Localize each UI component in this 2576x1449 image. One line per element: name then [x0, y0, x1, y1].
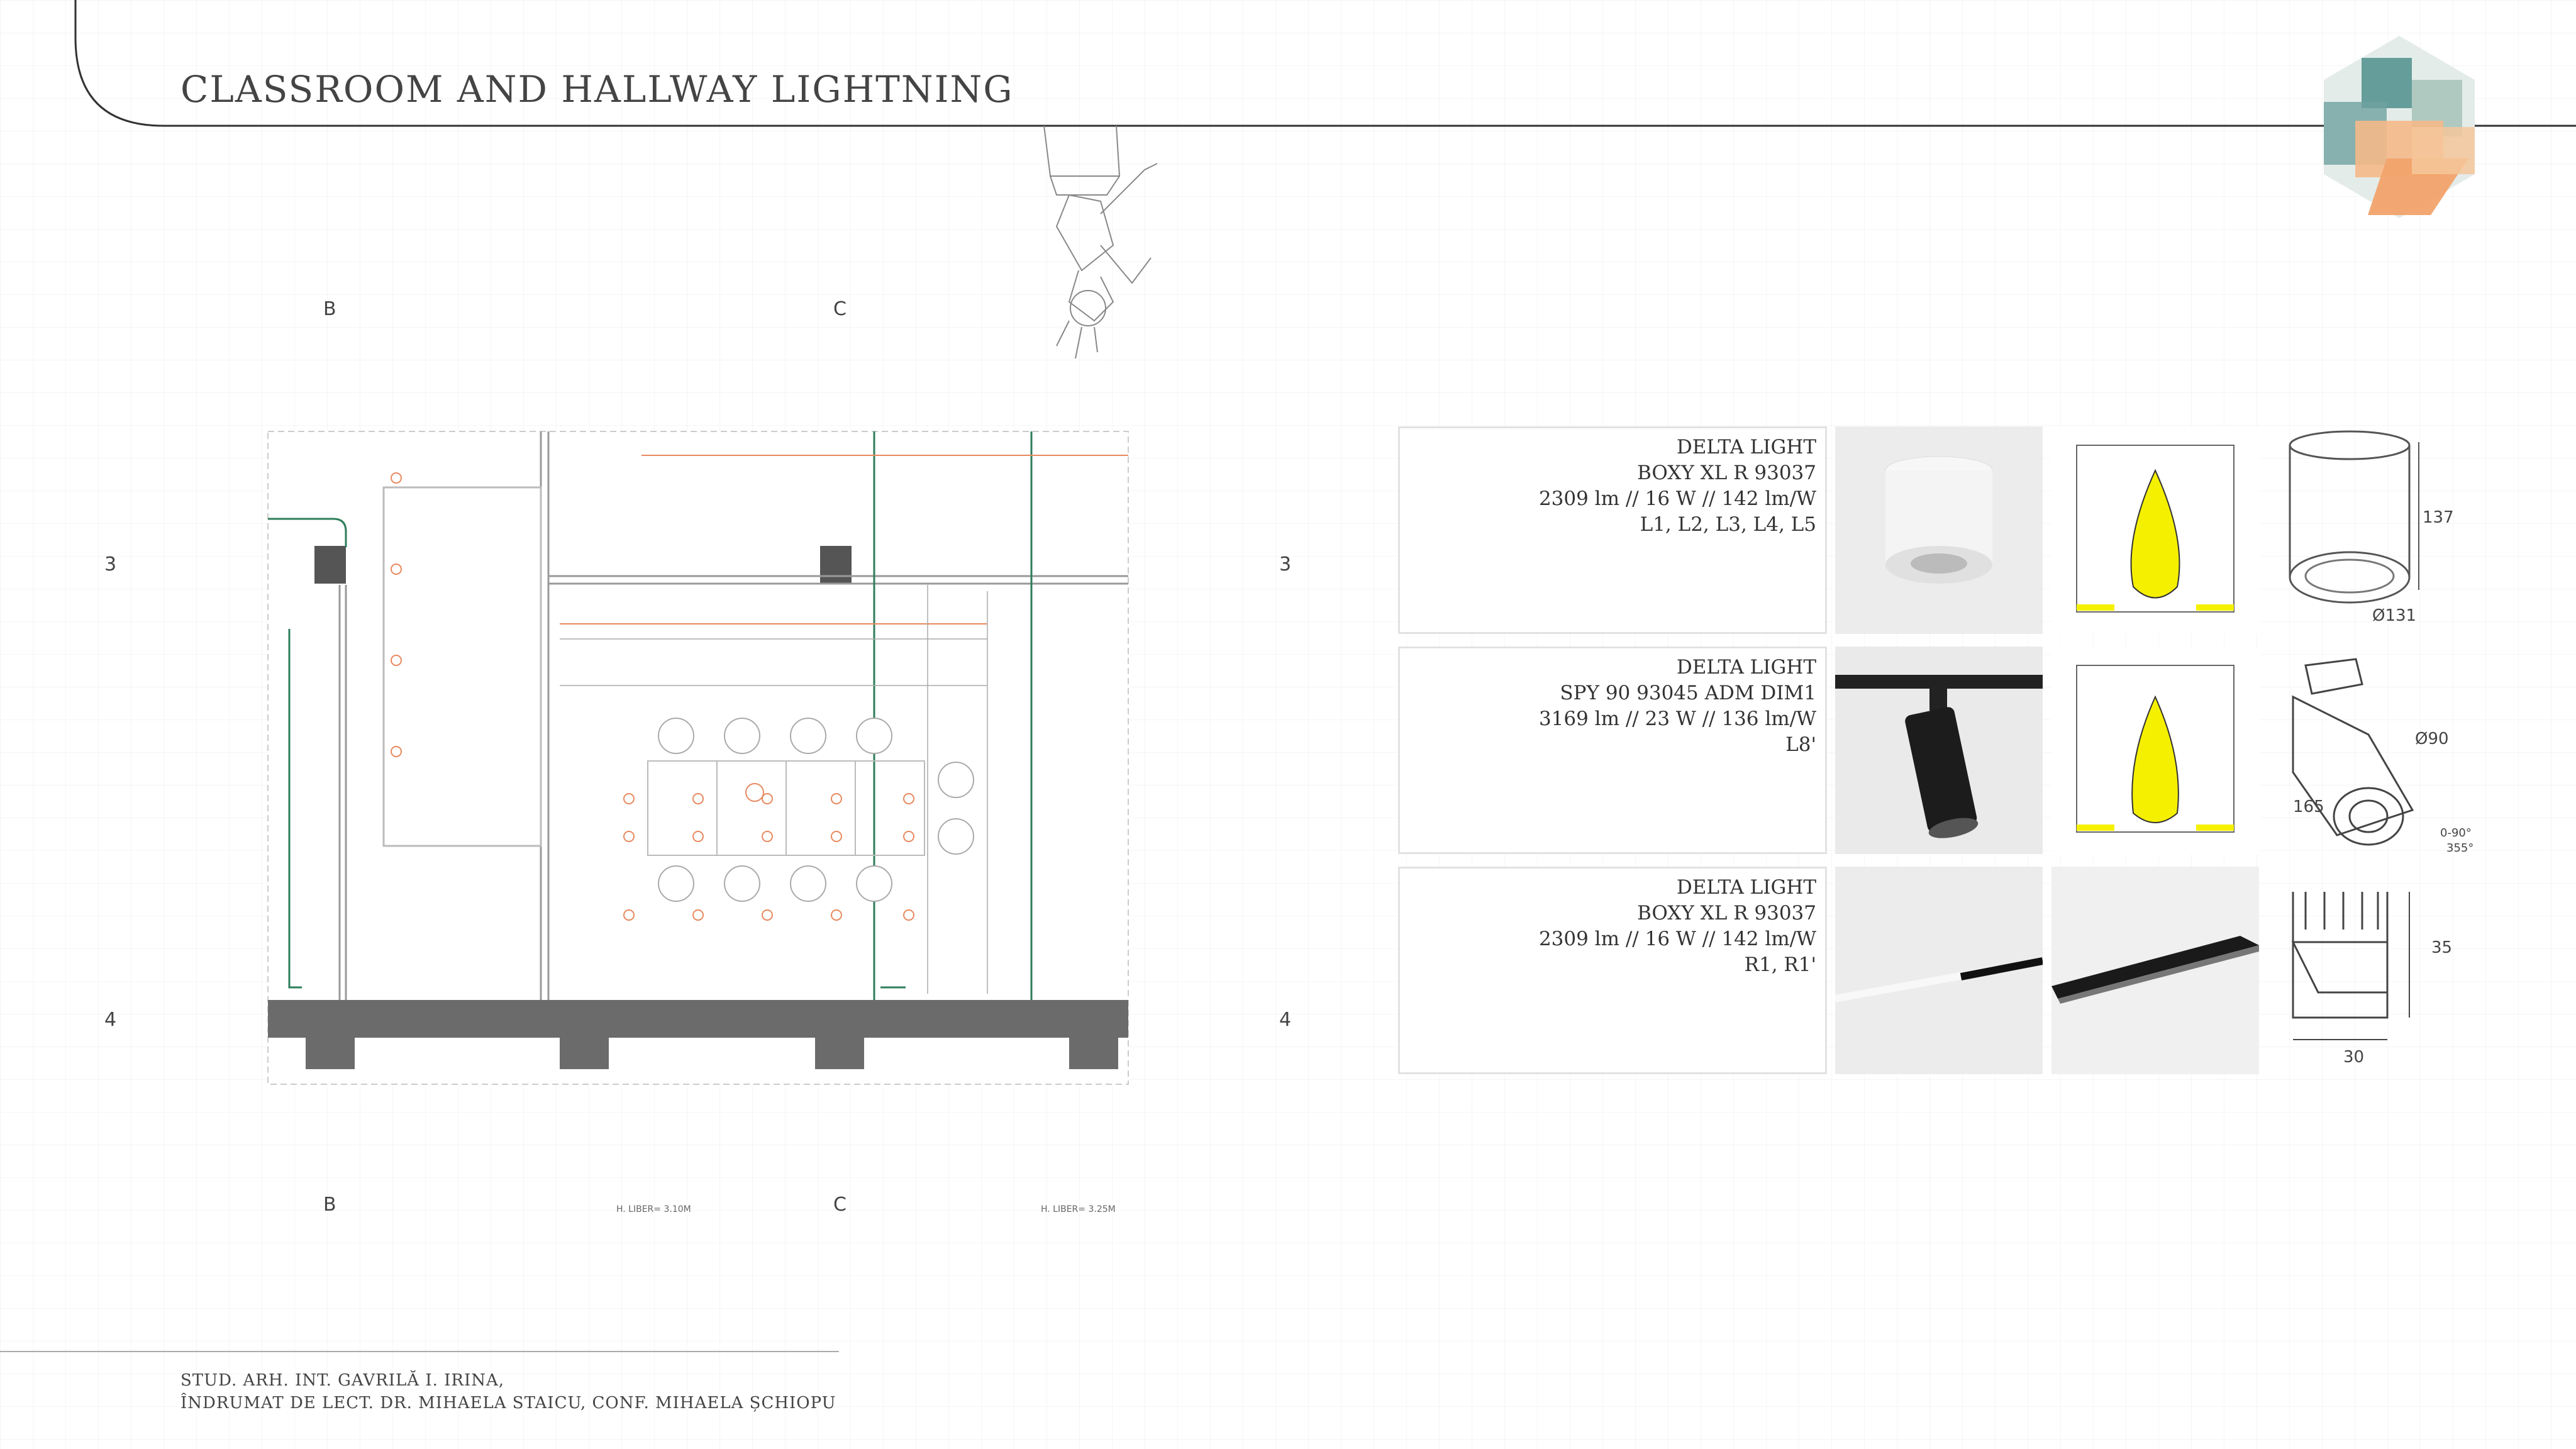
product-2-photometric-diagram: [2051, 647, 2259, 854]
product-2-brand: DELTA LIGHT: [1676, 656, 1816, 679]
product-3-photo-profile: [2051, 867, 2259, 1074]
page-title: CLASSROOM AND HALLWAY LIGHTNING: [180, 68, 1014, 111]
product-1-photo: [1835, 426, 2043, 634]
studio-logo: [2324, 36, 2475, 218]
product-2-model: SPY 90 93045 ADM DIM1: [1560, 682, 1816, 704]
product-2-specs: 3169 lm // 23 W // 136 lm/W: [1538, 708, 1816, 730]
axis-label-c-bottom: C: [833, 1194, 847, 1216]
product-1-codes: L1, L2, L3, L4, L5: [1640, 513, 1816, 536]
product-2-dimension-drawing: [2292, 658, 2414, 846]
product-spec-card-1: DELTA LIGHT BOXY XL R 93037 2309 lm // 1…: [1398, 426, 1827, 634]
axis-label-3-left: 3: [104, 553, 117, 575]
axis-label-b-top: B: [323, 298, 336, 320]
header-frame-line: [74, 0, 2576, 127]
footer-divider: [0, 1351, 839, 1352]
product-2-photo: [1835, 647, 2043, 854]
product-2-dim-tilt: 0-90°: [2440, 826, 2472, 840]
footer-author: STUD. ARH. INT. GAVRILĂ I. IRINA,: [180, 1371, 505, 1390]
axis-label-4-right: 4: [1279, 1009, 1292, 1031]
footer-supervisors: ÎNDRUMAT DE LECT. DR. MIHAELA STAICU, CO…: [180, 1394, 836, 1413]
product-1-brand: DELTA LIGHT: [1676, 436, 1816, 458]
product-3-photo-linear: [1835, 867, 2043, 1074]
product-2-dim-length: 165: [2293, 797, 2324, 816]
product-3-text: DELTA LIGHT BOXY XL R 93037 2309 lm // 1…: [1539, 875, 1816, 978]
product-3-model: BOXY XL R 93037: [1637, 902, 1816, 924]
axis-label-b-bottom: B: [323, 1194, 336, 1216]
product-3-specs: 2309 lm // 16 W // 142 lm/W: [1538, 928, 1816, 950]
product-3-dimension-drawing: [2291, 892, 2410, 1040]
product-2-dim-rotation: 355°: [2446, 841, 2474, 855]
product-1-specs: 2309 lm // 16 W // 142 lm/W: [1538, 487, 1816, 510]
clear-height-note-left: H. LIBER= 3.10M: [616, 1204, 691, 1214]
product-3-dim-width: 30: [2343, 1048, 2365, 1067]
product-spec-card-2: DELTA LIGHT SPY 90 93045 ADM DIM1 3169 l…: [1398, 647, 1827, 854]
product-1-dim-diameter: Ø131: [2372, 606, 2417, 625]
product-2-dim-diameter: Ø90: [2415, 730, 2449, 748]
product-2-text: DELTA LIGHT SPY 90 93045 ADM DIM1 3169 l…: [1539, 655, 1816, 758]
clear-height-note-right: H. LIBER= 3.25M: [1041, 1204, 1116, 1214]
product-3-codes: R1, R1': [1744, 953, 1816, 976]
product-spec-card-3: DELTA LIGHT BOXY XL R 93037 2309 lm // 1…: [1398, 867, 1827, 1074]
product-1-dim-height: 137: [2423, 508, 2454, 527]
axis-label-c-top: C: [833, 298, 847, 320]
product-3-brand: DELTA LIGHT: [1676, 876, 1816, 899]
lighting-floor-plan: [267, 431, 1129, 1085]
product-1-dimension-drawing: [2289, 430, 2419, 604]
product-1-model: BOXY XL R 93037: [1637, 462, 1816, 484]
product-3-dim-height: 35: [2431, 938, 2453, 957]
axis-label-4-left: 4: [104, 1009, 117, 1031]
product-1-text: DELTA LIGHT BOXY XL R 93037 2309 lm // 1…: [1539, 435, 1816, 538]
product-2-codes: L8': [1785, 733, 1816, 756]
product-1-photometric-diagram: [2051, 426, 2259, 634]
hanging-figure-illustration: [1043, 125, 1158, 359]
axis-label-3-right: 3: [1279, 553, 1292, 575]
